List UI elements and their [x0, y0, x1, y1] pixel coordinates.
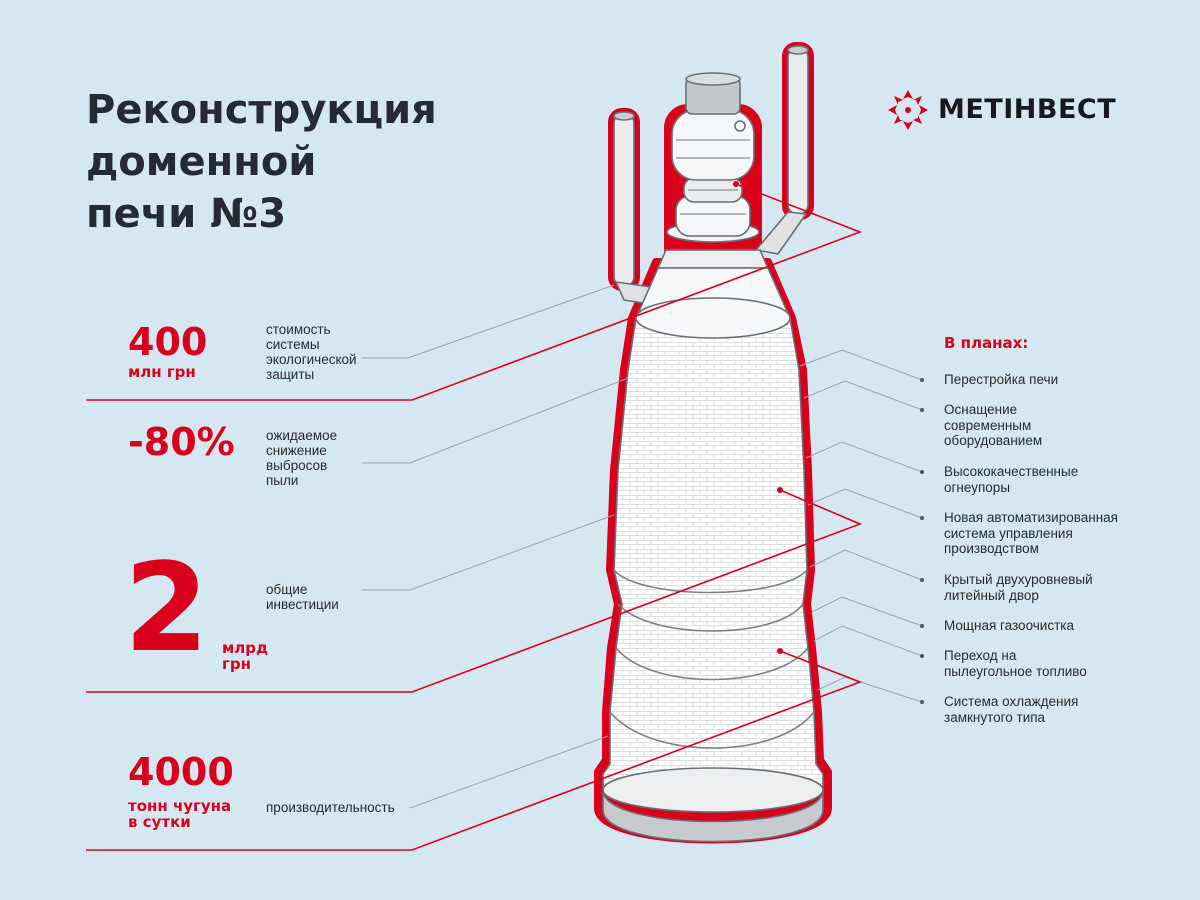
- plans-list-item: Крытый двухуровневый литейный двор: [920, 572, 1174, 603]
- red-callout-lines: [86, 183, 863, 851]
- stat-dust-reduction-description: ожидаемое снижение выбросов пыли: [266, 428, 338, 488]
- furnace-body: [602, 267, 824, 843]
- left-leader-lines: [362, 284, 629, 809]
- stat-investment-eco-description: стоимость системы экологической защиты: [266, 322, 357, 382]
- stat-total-investment-value: 2: [124, 537, 209, 679]
- title-line-2: доменной: [86, 139, 317, 185]
- red-callout-dots: [733, 181, 783, 654]
- plans-list-item: Оснащение современным оборудованием: [920, 402, 1174, 449]
- page-title: Реконструкция доменной печи №3: [86, 84, 506, 240]
- stat-investment-eco-value: 400: [128, 320, 208, 364]
- stat-capacity-value: 4000: [128, 750, 234, 794]
- title-line-1: Реконструкция: [86, 87, 437, 133]
- brand-name: МЕТІНВЕСТ: [938, 94, 1117, 125]
- stat-investment-eco-unit: млн грн: [128, 363, 196, 381]
- plans-list-item: Мощная газоочистка: [920, 618, 1174, 634]
- stat-capacity-unit: тонн чугуна в сутки: [128, 797, 232, 831]
- title-line-3: печи №3: [86, 191, 287, 237]
- plans-list-item: Перестройка печи: [920, 372, 1174, 388]
- stat-total-investment-unit: млрд грн: [222, 639, 269, 673]
- furnace-top-equipment: [656, 72, 770, 269]
- stat-total-investment-description: общие инвестиции: [266, 582, 339, 612]
- plans-list-item: Переход на пылеугольное топливо: [920, 648, 1174, 679]
- plans-list-item: Система охлаждения замкнутого типа: [920, 694, 1174, 725]
- stat-dust-reduction-value: -80%: [128, 420, 235, 464]
- furnace-uptake-pipes: [613, 45, 809, 309]
- metinvest-star-icon: [888, 90, 928, 130]
- stat-capacity-description: производительность: [266, 800, 395, 815]
- right-leader-lines: [799, 349, 923, 703]
- plans-list-item: Высококачественные огнеупоры: [920, 464, 1174, 495]
- plans-list-item: Новая автоматизированная система управле…: [920, 510, 1174, 557]
- plans-heading: В планах:: [944, 334, 1029, 352]
